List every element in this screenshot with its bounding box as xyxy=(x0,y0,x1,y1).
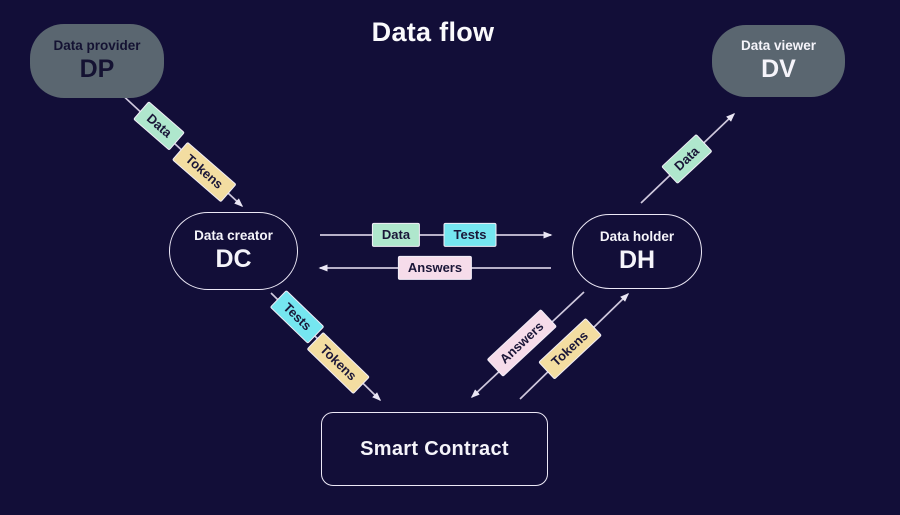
node-data-viewer-label: Data viewer xyxy=(740,38,817,53)
diagram-title: Data flow xyxy=(371,17,495,47)
edge-label-dc-dh-data: Data xyxy=(371,222,421,248)
node-smart-contract: Smart Contract xyxy=(321,412,548,486)
node-data-viewer-abbr: DV xyxy=(761,55,796,83)
node-data-provider-abbr: DP xyxy=(79,55,115,83)
node-data-provider-label: Data provider xyxy=(53,38,141,53)
node-data-viewer: Data viewer DV xyxy=(712,25,845,97)
node-data-provider: Data provider DP xyxy=(30,24,164,98)
edge-label-dh-dc-answers: Answers xyxy=(397,255,473,281)
edge-label-dc-dh-tests: Tests xyxy=(443,222,497,248)
node-data-holder: Data holder DH xyxy=(572,214,702,289)
node-data-creator-label: Data creator xyxy=(194,228,273,243)
node-data-holder-label: Data holder xyxy=(599,228,675,244)
node-smart-contract-label: Smart Contract xyxy=(360,437,509,460)
node-data-creator-abbr: DC xyxy=(215,245,252,273)
node-data-creator: Data creator DC xyxy=(169,212,298,290)
node-data-holder-abbr: DH xyxy=(618,245,656,274)
